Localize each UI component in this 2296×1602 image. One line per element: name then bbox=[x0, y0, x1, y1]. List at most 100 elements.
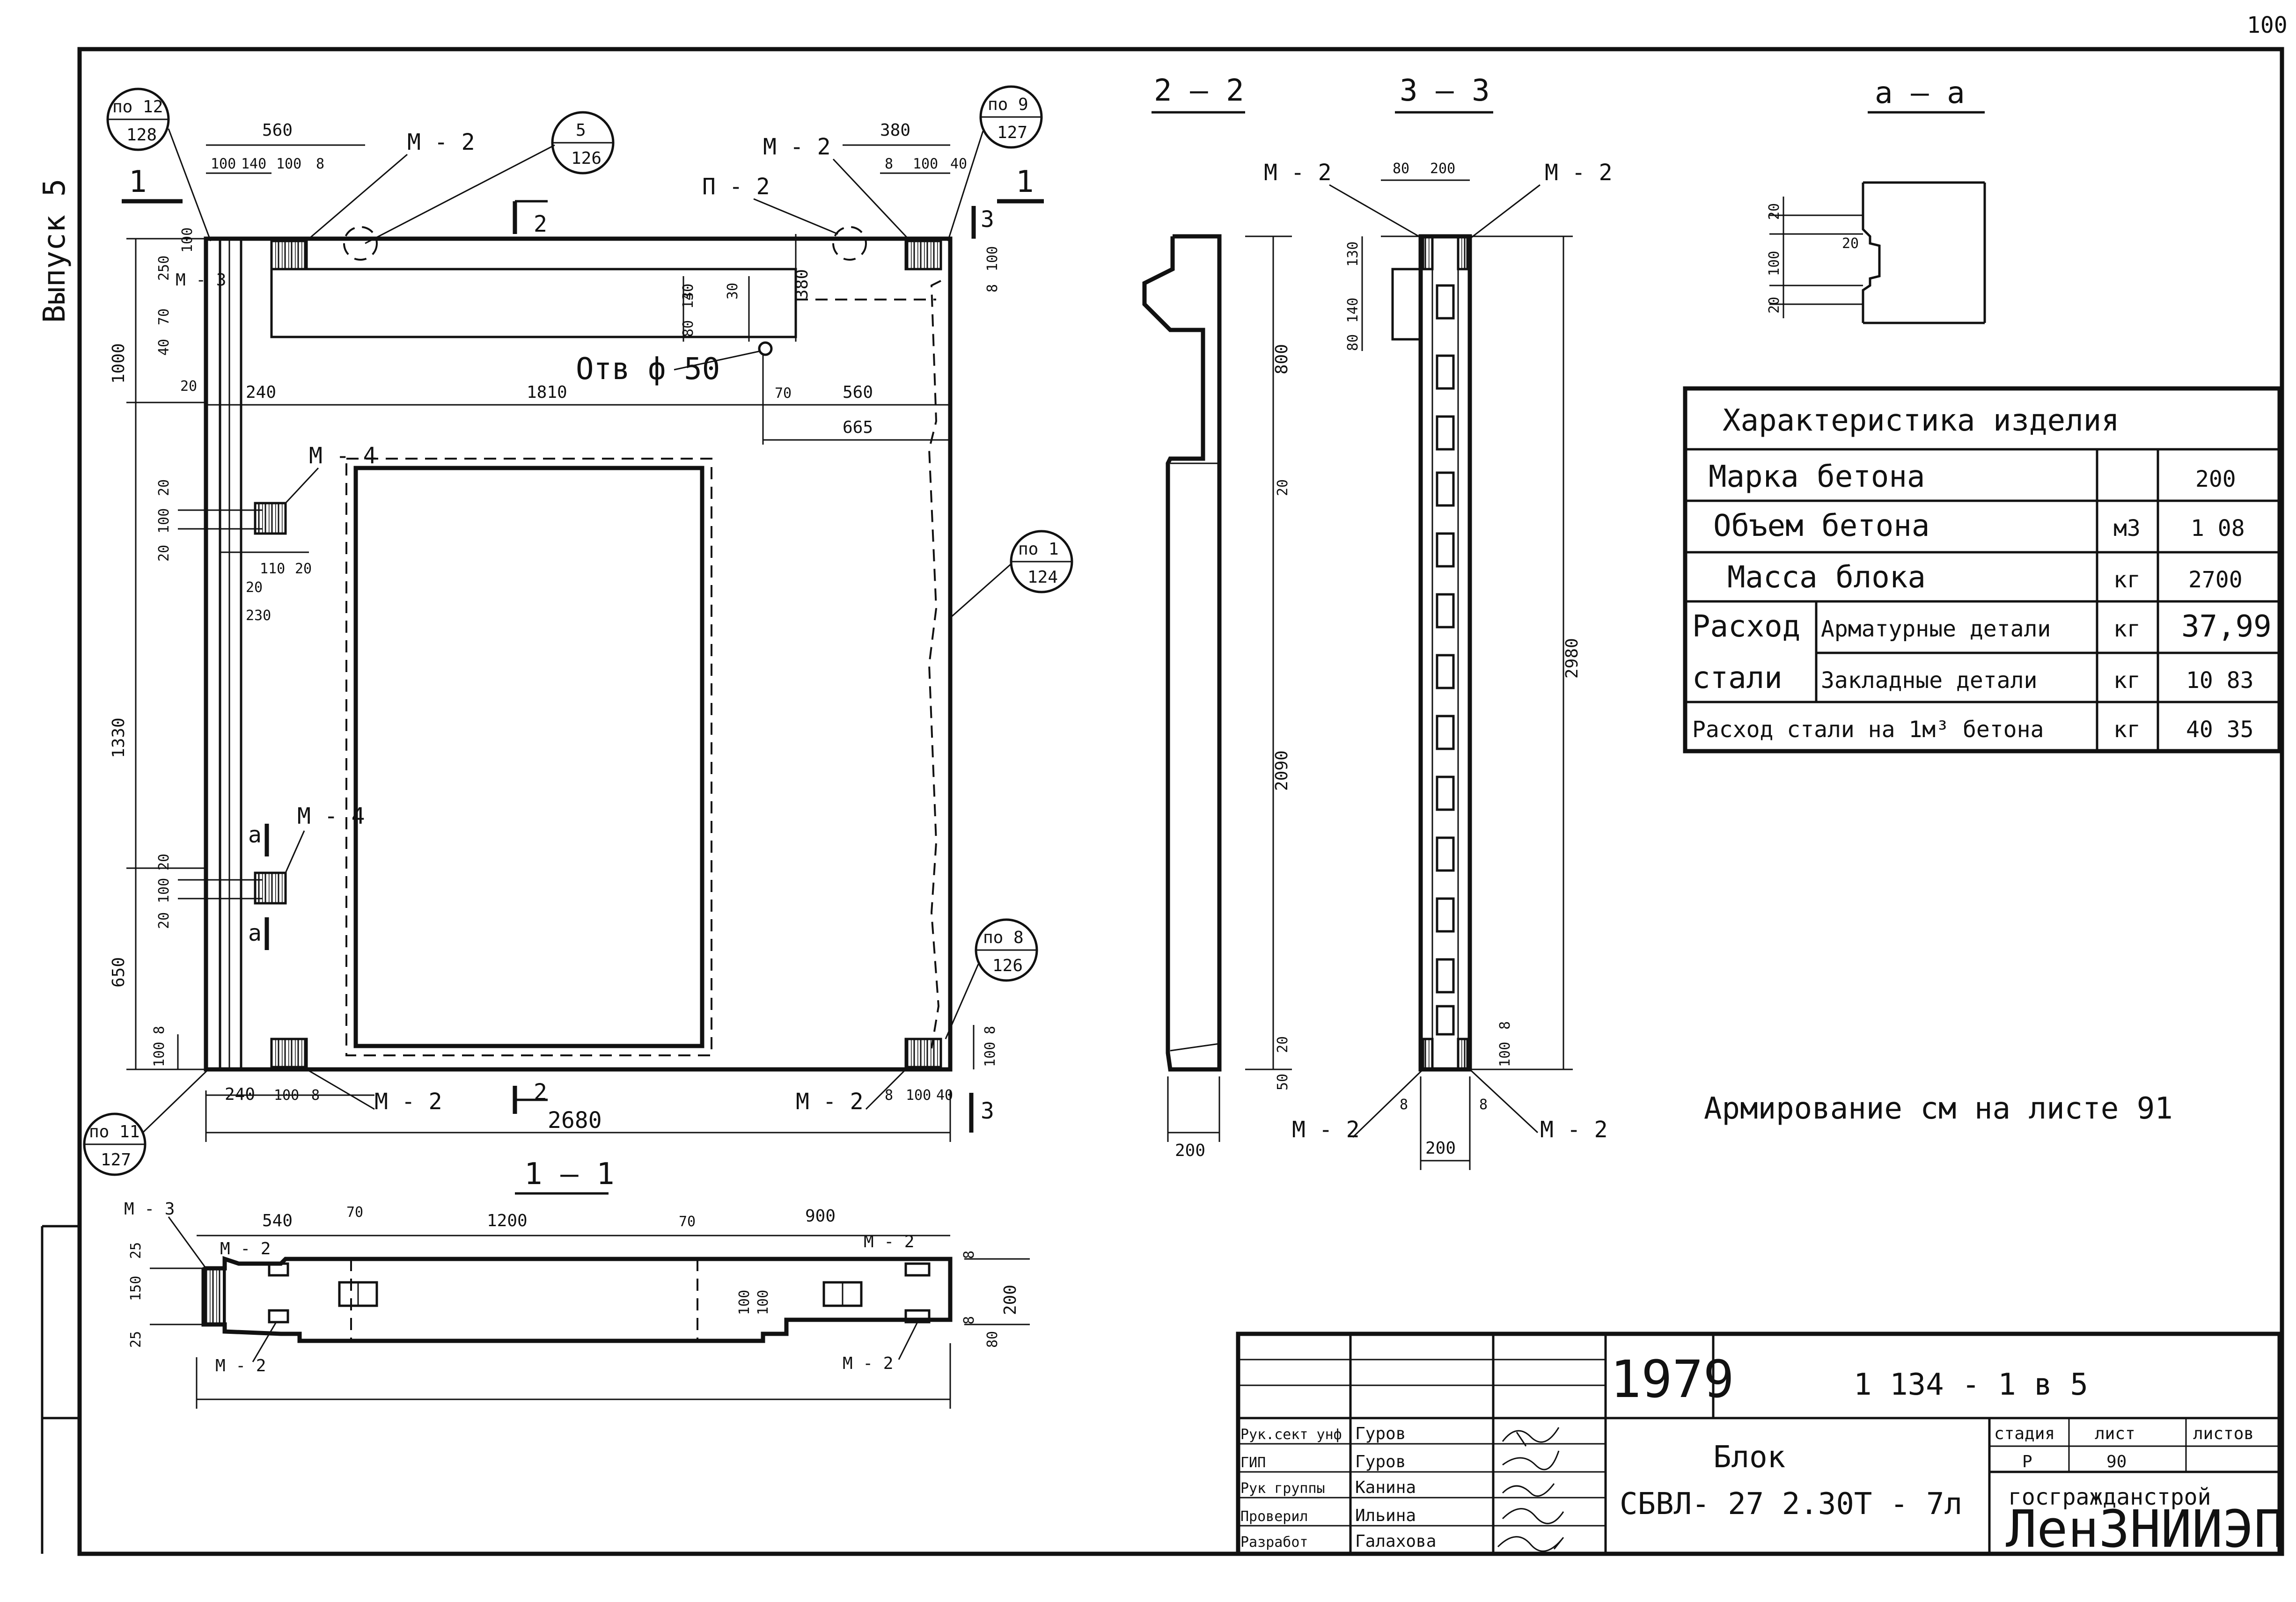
svg-text:80: 80 bbox=[1393, 161, 1409, 177]
section-cut-marks: 1 1 2 2 3 3 а а bbox=[122, 165, 1044, 1133]
organization-ministry: госгражданстрой bbox=[2008, 1484, 2211, 1510]
svg-text:110: 110 bbox=[260, 561, 285, 577]
svg-text:1: 1 bbox=[1016, 165, 1034, 199]
svg-text:8: 8 bbox=[1400, 1097, 1408, 1113]
sheet-frame bbox=[41, 47, 2284, 1556]
svg-text:900: 900 bbox=[805, 1207, 836, 1226]
svg-text:1: 1 bbox=[129, 165, 147, 199]
svg-text:М - 4: М - 4 bbox=[297, 803, 365, 829]
svg-text:20: 20 bbox=[1275, 1036, 1291, 1053]
svg-text:20: 20 bbox=[1766, 297, 1783, 314]
svg-text:М - 3: М - 3 bbox=[176, 271, 226, 290]
svg-text:130: 130 bbox=[1345, 241, 1361, 267]
svg-text:800: 800 bbox=[1272, 344, 1291, 374]
svg-text:70: 70 bbox=[156, 308, 172, 325]
callout-circle: 5 126 bbox=[365, 111, 615, 244]
svg-text:20: 20 bbox=[180, 378, 197, 395]
svg-text:140: 140 bbox=[241, 156, 266, 172]
svg-text:М - 2: М - 2 bbox=[1540, 1117, 1608, 1143]
svg-text:8: 8 bbox=[885, 1087, 893, 1104]
svg-text:140: 140 bbox=[680, 284, 697, 309]
title-block: 1979 1 134 - 1 в 5 Блок СБВЛ- 27 2.30Т -… bbox=[1236, 1331, 2285, 1559]
svg-text:100: 100 bbox=[156, 878, 172, 903]
svg-text:М - 2: М - 2 bbox=[796, 1089, 864, 1115]
svg-text:20: 20 bbox=[1275, 479, 1291, 496]
svg-text:20: 20 bbox=[295, 561, 312, 577]
svg-text:Рук.сект унф: Рук.сект унф bbox=[1240, 1426, 1342, 1443]
svg-text:124: 124 bbox=[1027, 568, 1058, 587]
svg-text:20: 20 bbox=[1766, 203, 1783, 220]
svg-text:м3: м3 bbox=[2113, 515, 2141, 541]
svg-text:240: 240 bbox=[246, 383, 276, 402]
svg-text:Арматурные детали: Арматурные детали bbox=[1821, 616, 2051, 642]
svg-text:по 12: по 12 bbox=[112, 97, 163, 117]
svg-text:М - 4: М - 4 bbox=[309, 443, 377, 469]
svg-text:Канина: Канина bbox=[1355, 1478, 1416, 1497]
svg-text:П - 2: П - 2 bbox=[702, 174, 770, 200]
svg-text:250: 250 bbox=[156, 256, 172, 281]
svg-text:Расход стали на 1м³ бетона: Расход стали на 1м³ бетона bbox=[1692, 717, 2044, 743]
svg-text:200: 200 bbox=[1425, 1139, 1456, 1158]
svg-text:70: 70 bbox=[775, 385, 792, 402]
svg-text:М - 2: М - 2 bbox=[1264, 160, 1332, 186]
svg-text:М - 2: М - 2 bbox=[407, 129, 475, 155]
svg-text:М - 2: М - 2 bbox=[763, 134, 831, 160]
svg-text:8: 8 bbox=[961, 1316, 977, 1324]
svg-text:2980: 2980 bbox=[1562, 638, 1582, 679]
svg-text:25: 25 bbox=[128, 1331, 144, 1348]
svg-text:70: 70 bbox=[679, 1214, 696, 1230]
svg-text:70: 70 bbox=[346, 1204, 363, 1221]
svg-text:20: 20 bbox=[156, 912, 172, 929]
svg-text:Характеристика изделия: Характеристика изделия bbox=[1723, 403, 2120, 438]
svg-text:100: 100 bbox=[1497, 1042, 1513, 1067]
svg-text:ГИП: ГИП bbox=[1240, 1455, 1266, 1471]
svg-text:Ильина: Ильина bbox=[1355, 1506, 1416, 1525]
svg-text:127: 127 bbox=[101, 1150, 131, 1170]
svg-text:кг: кг bbox=[2113, 616, 2141, 642]
svg-text:листов: листов bbox=[2193, 1424, 2254, 1443]
svg-text:стадия: стадия bbox=[1994, 1424, 2055, 1443]
svg-text:М - 2: М - 2 bbox=[215, 1356, 266, 1375]
svg-text:3: 3 bbox=[981, 1098, 994, 1124]
svg-text:Гуров: Гуров bbox=[1355, 1424, 1406, 1443]
callout-circle: по 8 126 bbox=[945, 918, 1038, 1039]
svg-text:3: 3 bbox=[981, 206, 994, 233]
svg-text:Рук группы: Рук группы bbox=[1240, 1480, 1325, 1497]
plan-dimensions: 560 380 100 140 100 8 8 100 40 1000 250 … bbox=[109, 121, 1001, 1134]
embedded-plate-m2 bbox=[904, 240, 942, 271]
svg-text:8: 8 bbox=[316, 156, 324, 172]
svg-text:8: 8 bbox=[885, 156, 893, 172]
svg-text:1000: 1000 bbox=[109, 343, 128, 384]
section-title-2-2: 2 — 2 bbox=[1154, 73, 1244, 108]
svg-text:50: 50 bbox=[1275, 1074, 1291, 1090]
svg-text:100: 100 bbox=[736, 1290, 753, 1315]
section-3-3: 3 — 3 80 200 М - 2 М - 2 bbox=[1264, 73, 1613, 1170]
svg-text:Разработ: Разработ bbox=[1240, 1534, 1308, 1551]
svg-text:1810: 1810 bbox=[527, 383, 567, 402]
svg-text:Марка бетона: Марка бетона bbox=[1709, 460, 1925, 494]
svg-text:200: 200 bbox=[1430, 161, 1455, 177]
svg-text:стали: стали bbox=[1692, 661, 1783, 695]
year: 1979 bbox=[1610, 1349, 1734, 1409]
svg-text:1 08: 1 08 bbox=[2191, 515, 2245, 541]
section-title-1-1: 1 — 1 bbox=[524, 1157, 615, 1192]
svg-text:8: 8 bbox=[982, 1026, 998, 1034]
svg-text:40: 40 bbox=[936, 1087, 953, 1104]
svg-text:37,99: 37,99 bbox=[2181, 609, 2272, 644]
svg-text:М - 2: М - 2 bbox=[1292, 1117, 1360, 1143]
svg-text:по 11: по 11 bbox=[89, 1122, 139, 1141]
issue-label: Выпуск 5 bbox=[37, 179, 72, 323]
svg-text:Объем бетона: Объем бетона bbox=[1713, 509, 1929, 543]
product-name: Блок bbox=[1713, 1440, 1785, 1475]
svg-text:а: а bbox=[248, 822, 262, 848]
svg-text:Галахова: Галахова bbox=[1355, 1532, 1436, 1551]
signatures bbox=[1497, 1427, 1564, 1552]
svg-text:8: 8 bbox=[1497, 1021, 1513, 1030]
embedded-plate-m4 bbox=[254, 502, 287, 535]
svg-text:1200: 1200 bbox=[487, 1211, 528, 1230]
svg-text:кг: кг bbox=[2113, 717, 2141, 743]
svg-text:8: 8 bbox=[311, 1087, 320, 1104]
section-title-a-a: а — а bbox=[1875, 76, 1965, 110]
svg-text:8: 8 bbox=[1479, 1097, 1488, 1113]
